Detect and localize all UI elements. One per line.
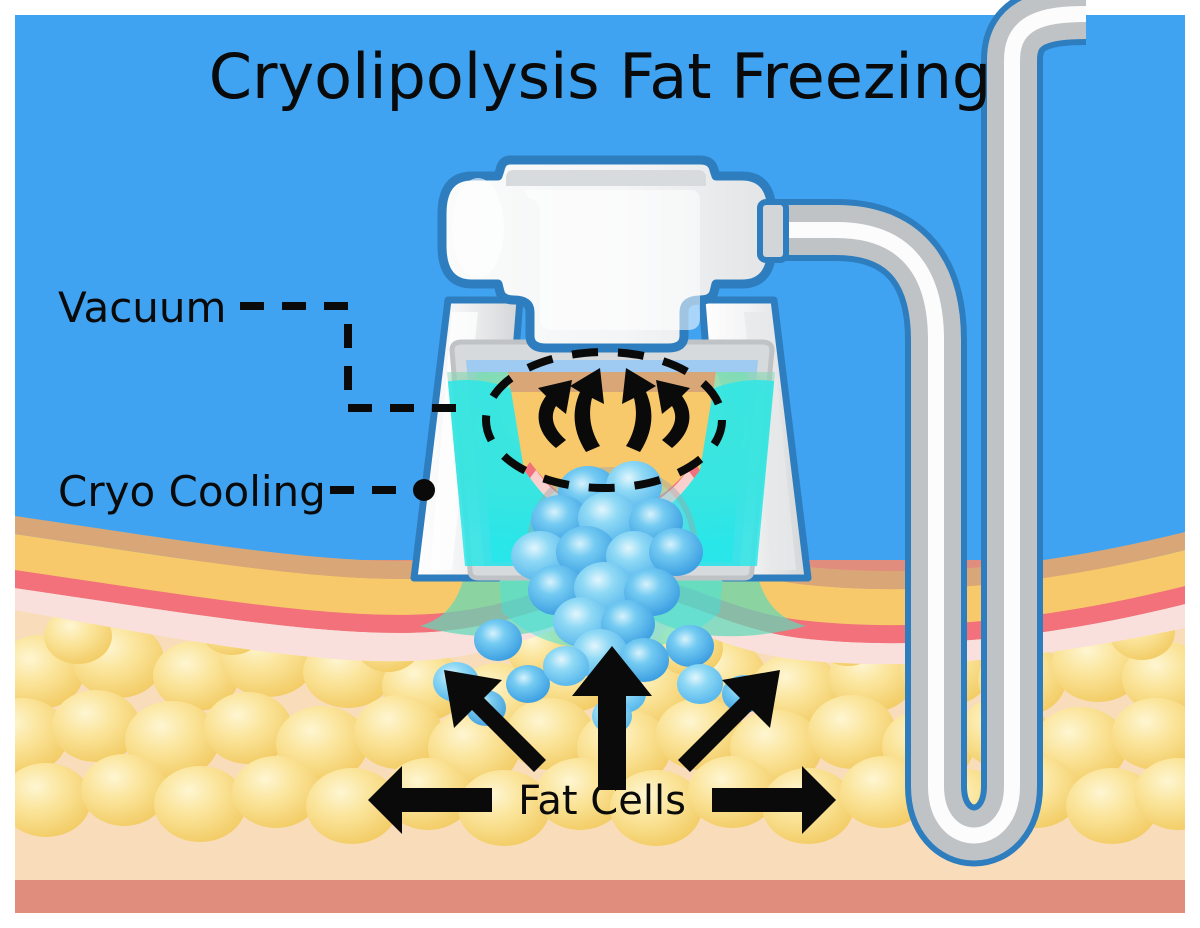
blood-vessel-layer — [15, 570, 1185, 644]
cryo-leader-dot — [413, 479, 435, 501]
vacuum-leader-line — [240, 302, 470, 412]
label-vacuum: Vacuum — [58, 283, 226, 332]
page-title: Cryolipolysis Fat Freezing — [209, 40, 992, 113]
label-cryo-cooling: Cryo Cooling — [58, 467, 326, 516]
applicator-head — [437, 155, 777, 353]
leader-line-group — [240, 302, 470, 494]
dermis-layer — [15, 534, 1185, 626]
epidermis-layer — [15, 516, 1185, 590]
fat-cell-arrow-group — [368, 646, 836, 834]
coolant-hose — [757, 0, 1087, 867]
suction-arrow-group — [538, 368, 690, 452]
vacuum-zone-outline — [482, 348, 726, 492]
label-fat-cells: Fat Cells — [518, 778, 686, 824]
